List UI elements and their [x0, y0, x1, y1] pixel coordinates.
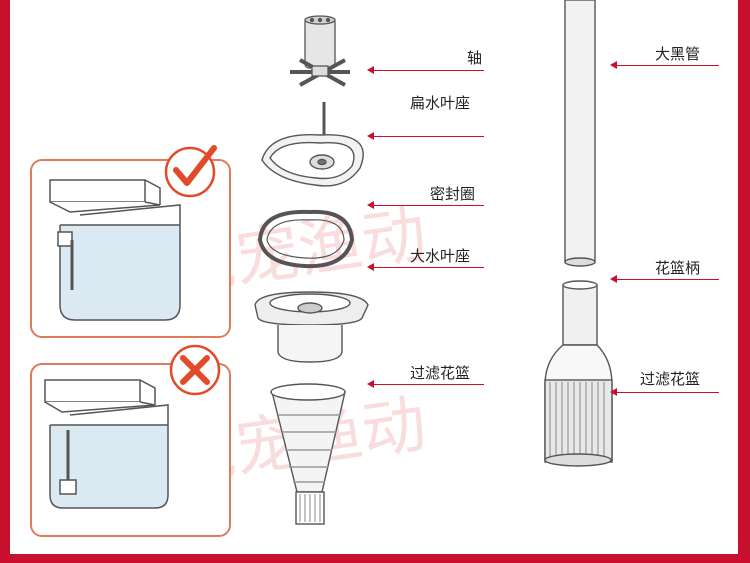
- seal-ring-leader-line: [372, 205, 484, 206]
- label-filter-basket-right: 过滤花篮: [640, 370, 701, 388]
- black-tube-part: [564, 0, 596, 267]
- flat-impeller-seat-part: [261, 102, 364, 187]
- filter-basket-right-leader-line: [615, 392, 719, 393]
- shaft-arrow: [367, 66, 374, 74]
- shaft-part: [290, 15, 350, 87]
- flat-seat-leader-line: [372, 136, 484, 137]
- seal-ring-arrow: [367, 201, 374, 209]
- cross-icon: [169, 344, 221, 396]
- label-filter-basket-left: 过滤花篮: [410, 364, 471, 382]
- label-basket-handle: 花篮柄: [655, 259, 701, 277]
- left-frame-border: [0, 0, 10, 563]
- large-seat-arrow: [367, 263, 374, 271]
- black-tube-arrow: [610, 61, 617, 69]
- basket-handle-arrow: [610, 275, 617, 283]
- black-tube-leader-line: [615, 65, 719, 66]
- right-frame-border: [738, 0, 750, 563]
- label-flat-impeller-seat: 扁水叶座: [410, 94, 471, 112]
- large-seat-leader-line: [372, 267, 484, 268]
- filter-basket-left-arrow: [367, 380, 374, 388]
- bottom-frame-border: [0, 554, 750, 563]
- large-impeller-seat-part: [254, 291, 369, 363]
- filter-basket-right-arrow: [610, 388, 617, 396]
- correct-tank-illustration: [49, 179, 181, 321]
- flat-seat-arrow: [367, 132, 374, 140]
- filter-basket-left-part: [270, 383, 346, 525]
- basket-handle-leader-line: [615, 279, 719, 280]
- label-shaft: 轴: [467, 49, 483, 67]
- label-large-impeller-seat: 大水叶座: [410, 247, 471, 265]
- label-seal-ring: 密封圈: [430, 185, 476, 203]
- check-icon: [164, 145, 217, 198]
- incorrect-tank-illustration: [44, 379, 169, 509]
- label-black-tube: 大黑管: [655, 45, 701, 63]
- filter-basket-right-part: [544, 280, 613, 467]
- shaft-leader-line: [372, 70, 484, 71]
- seal-ring-part: [257, 209, 355, 269]
- filter-basket-left-leader-line: [372, 384, 484, 385]
